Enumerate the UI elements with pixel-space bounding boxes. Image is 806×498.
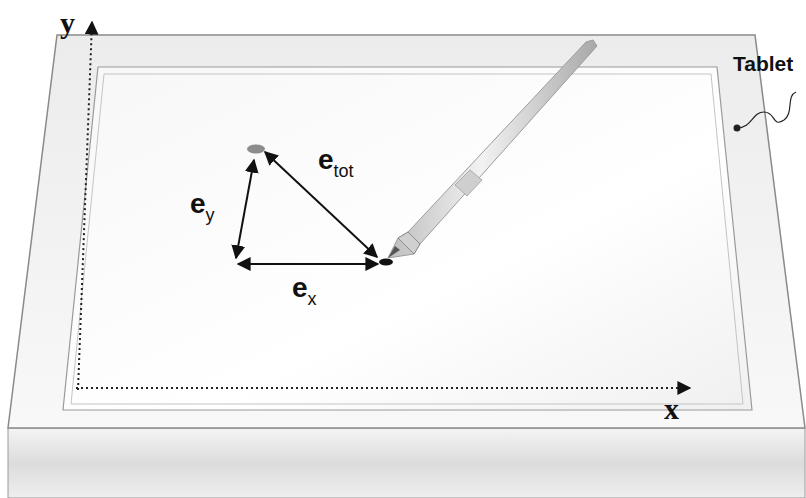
error-label: ex bbox=[292, 272, 317, 304]
error-label: ey bbox=[190, 188, 215, 220]
axis-label: x bbox=[664, 392, 679, 426]
device-label: Tablet bbox=[733, 52, 793, 76]
error-label: etot bbox=[318, 144, 354, 176]
axis-label: y bbox=[60, 6, 75, 40]
